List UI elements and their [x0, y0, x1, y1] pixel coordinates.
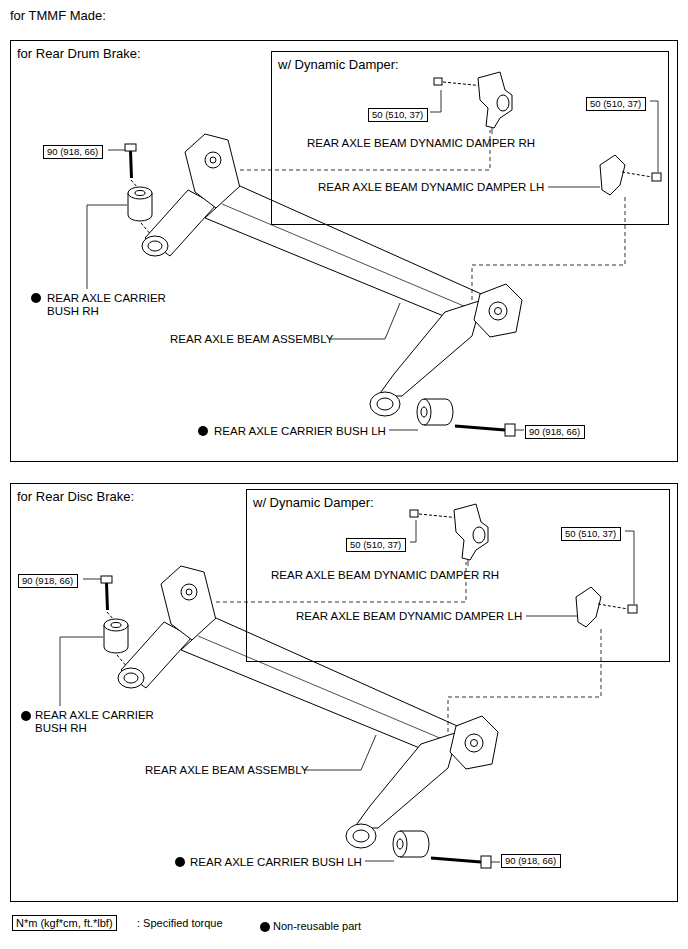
torque-box: 50 (510, 37): [586, 97, 646, 111]
panel-heading: for Rear Drum Brake:: [17, 46, 141, 61]
torque-box: 50 (510, 37): [368, 108, 428, 122]
torque-box: 90 (918, 66): [501, 854, 561, 868]
torque-value: 90 (918, 66): [47, 146, 99, 158]
torque-value: 50 (510, 37): [590, 98, 642, 110]
torque-value: 50 (510, 37): [565, 528, 617, 540]
torque-value: N*m (kgf*cm, ft.*lbf): [16, 916, 113, 930]
part-name: REAR AXLE CARRIER BUSH LH: [190, 856, 362, 869]
diagram-panel: for Rear Disc Brake: w/ Dynamic Damper: 50…: [10, 483, 678, 902]
torque-box: 90 (918, 66): [18, 574, 78, 588]
torque-box: 50 (510, 37): [346, 538, 406, 552]
disc-axle-drawing: [101, 504, 637, 868]
part-name: REAR AXLE BEAM DYNAMIC DAMPER RH: [271, 569, 499, 582]
part-name: REAR AXLE BEAM ASSEMBLY: [170, 333, 333, 346]
panel-heading: w/ Dynamic Damper:: [253, 495, 374, 510]
torque-value: 50 (510, 37): [372, 109, 424, 121]
non-reusable-marks: [21, 293, 270, 932]
part-name: REAR AXLE BEAM DYNAMIC DAMPER LH: [296, 610, 522, 623]
torque-box: 90 (918, 66): [43, 145, 103, 159]
drum-axle-drawing: [125, 72, 661, 436]
legend-text: : Specified torque: [137, 917, 223, 930]
torque-value: 90 (918, 66): [529, 426, 581, 438]
diagram-panel: for Rear Drum Brake: w/ Dynamic Damper: 50…: [10, 40, 678, 462]
part-name: REAR AXLE CARRIER BUSH LH: [214, 425, 386, 438]
page-title: for TMMF Made:: [10, 8, 106, 23]
panel-heading: w/ Dynamic Damper:: [278, 57, 399, 72]
part-name: REAR AXLE BEAM DYNAMIC DAMPER RH: [307, 137, 535, 150]
part-name: REAR AXLE BEAM DYNAMIC DAMPER LH: [318, 181, 544, 194]
torque-value: 90 (918, 66): [505, 855, 557, 867]
torque-box: 50 (510, 37): [561, 527, 621, 541]
torque-value: 90 (918, 66): [22, 575, 74, 587]
part-name: REAR AXLE BEAM ASSEMBLY: [145, 764, 308, 777]
legend-text: Non-reusable part: [273, 920, 361, 933]
legend-torque-box: N*m (kgf*cm, ft.*lbf): [12, 915, 117, 931]
leader-lines: [60, 90, 658, 862]
panel-heading: for Rear Disc Brake:: [17, 489, 134, 504]
torque-value: 50 (510, 37): [350, 539, 402, 551]
torque-box: 90 (918, 66): [525, 425, 585, 439]
part-name: REAR AXLE CARRIER BUSH RH: [47, 292, 187, 318]
part-name: REAR AXLE CARRIER BUSH RH: [35, 709, 175, 735]
